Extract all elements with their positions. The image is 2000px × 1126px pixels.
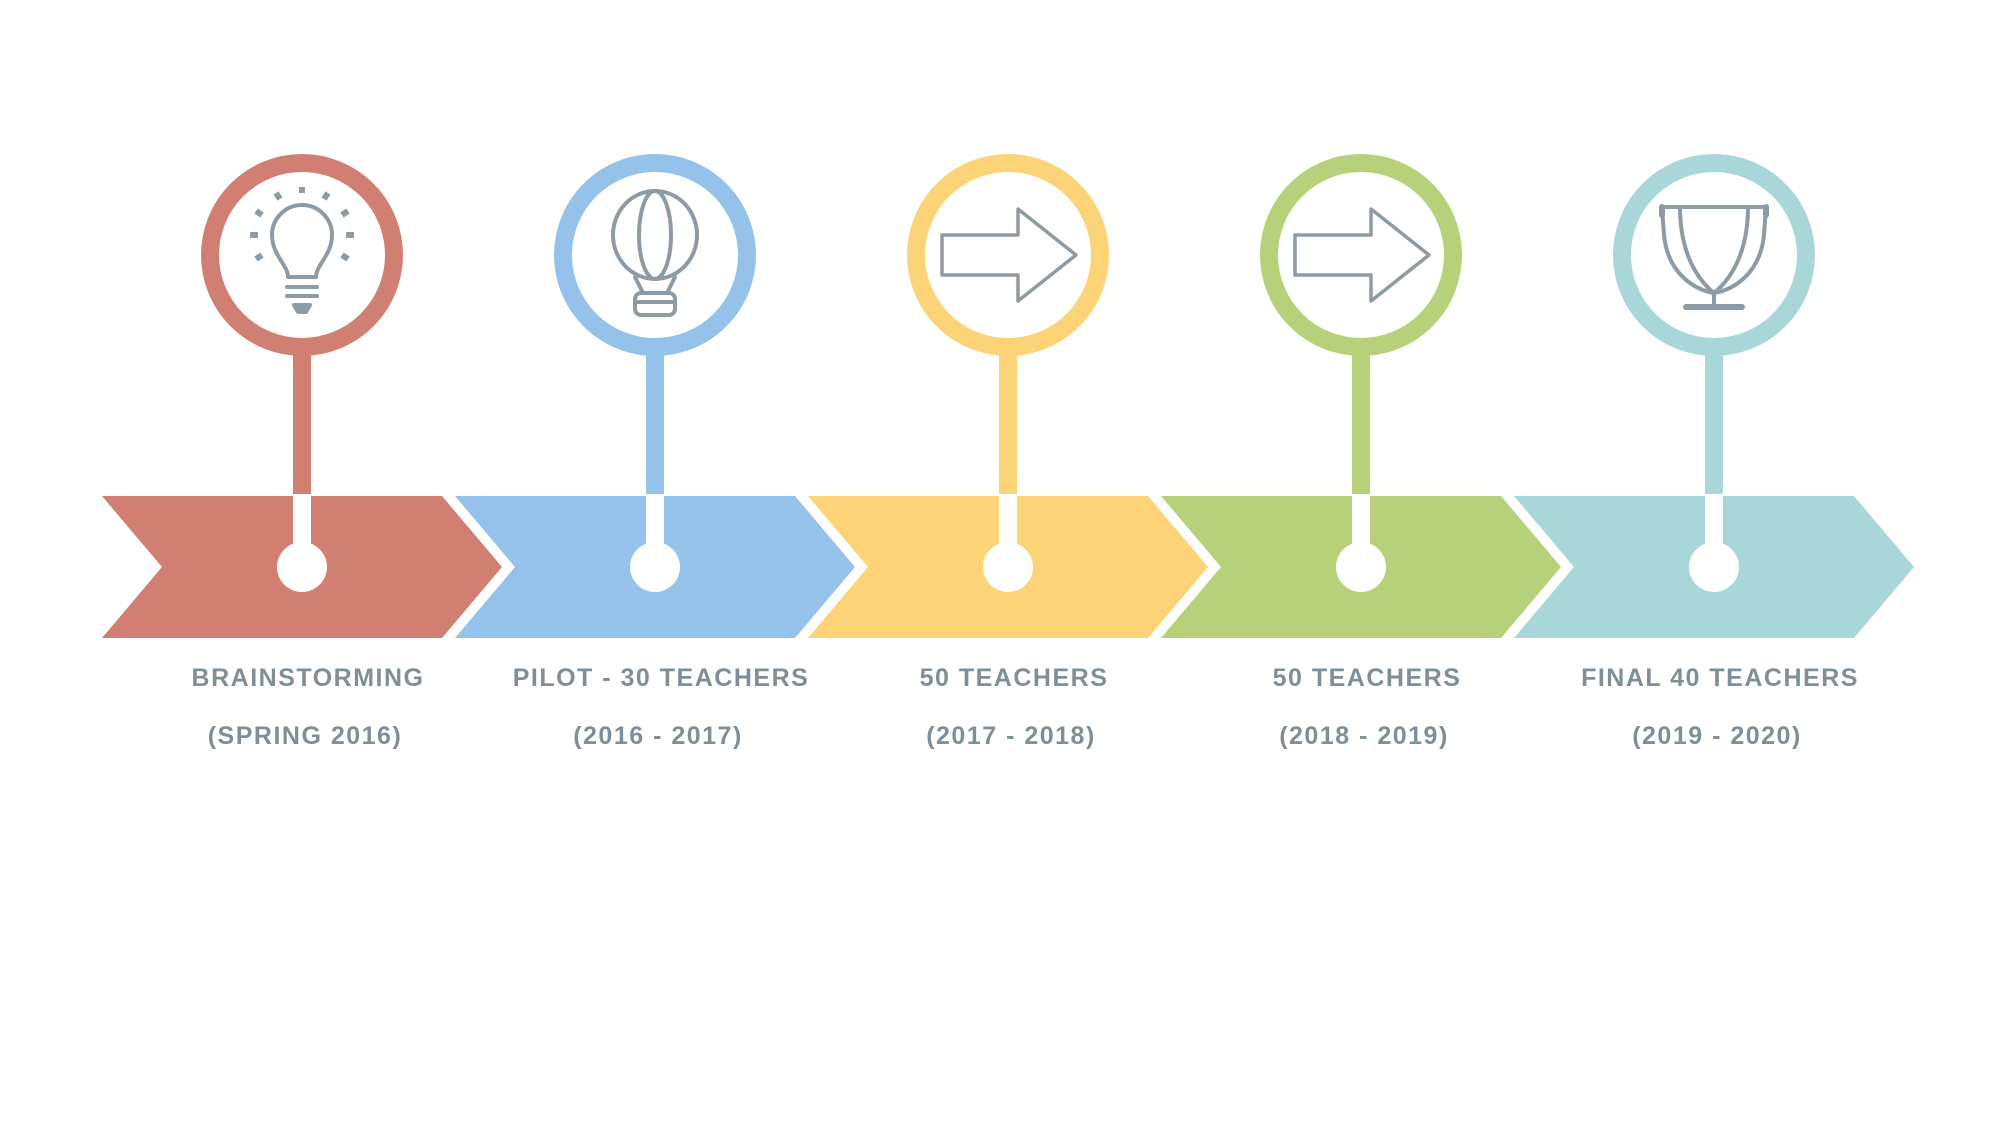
stage-date-4: (2018 - 2019) [1279,722,1449,750]
stage-title-3: 50 TEACHERS [919,664,1109,692]
timeline-pins [201,154,1815,592]
hot-air-balloon-icon [611,189,699,317]
pin-stem-1 [293,347,311,498]
pin-stem-5 [1705,347,1723,498]
lightbulb-icon [250,187,354,314]
pin-anchor-2 [630,542,680,592]
pin-circle-3 [907,154,1109,356]
pin-stem-4 [1352,347,1370,498]
pin-circle-2 [554,154,756,356]
pin-anchor-5 [1689,542,1739,592]
stage-title-2: PILOT - 30 TEACHERS [512,664,810,692]
pin-stem-3 [999,347,1017,498]
pin-anchor-3 [983,542,1033,592]
pin-circle-4 [1260,154,1462,356]
stage-date-2: (2016 - 2017) [573,722,743,750]
stage-date-1: (SPRING 2016) [207,722,403,750]
pin-circle-1 [201,154,403,356]
pin-anchor-4 [1336,542,1386,592]
pin-circle-5 [1613,154,1815,356]
stage-date-3: (2017 - 2018) [926,722,1096,750]
stage-title-4: 50 TEACHERS [1272,664,1462,692]
trophy-icon [1659,204,1769,310]
stage-date-5: (2019 - 2020) [1632,722,1802,750]
pin-anchor-1 [277,542,327,592]
pin-stem-2 [646,347,664,498]
stage-title-1: BRAINSTORMING [191,664,425,692]
arrow-right-icon [940,207,1078,303]
arrow-right-icon [1293,207,1431,303]
stage-title-5: FINAL 40 TEACHERS [1581,664,1859,692]
